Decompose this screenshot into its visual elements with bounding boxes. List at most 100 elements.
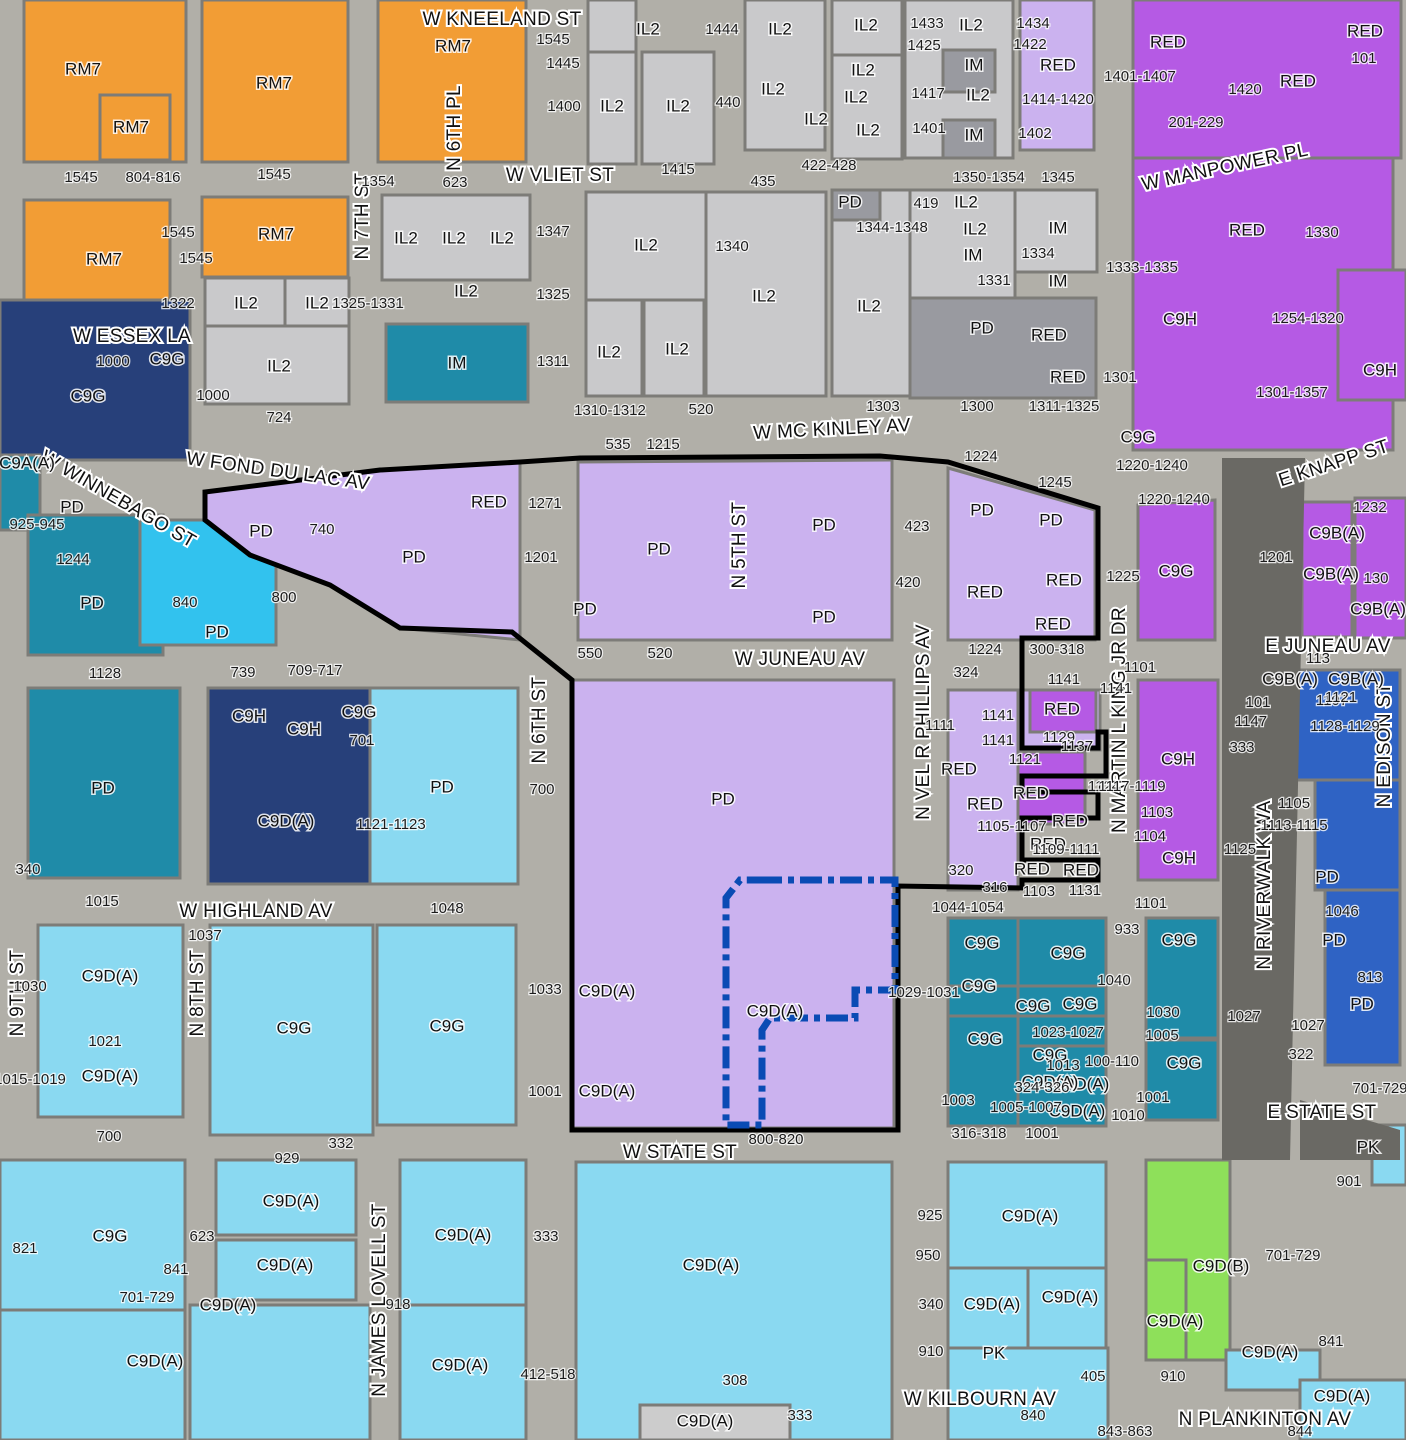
address-label: 1030 [13, 978, 46, 995]
zone-block-red-38 [1300, 500, 1354, 639]
address-label: 1128-1129 [1310, 718, 1380, 735]
address-label: 1220-1240 [1138, 491, 1210, 508]
zone-label-il2: IL2 [959, 15, 983, 34]
address-label: 724 [266, 409, 291, 426]
zone-label-c9h: C9H [1163, 309, 1197, 328]
address-label: 1422 [1013, 36, 1046, 53]
zone-block-c9g-65 [1144, 916, 1220, 1040]
zone-block-c9d-a-57 [946, 1346, 1110, 1440]
zone-label-il2: IL2 [442, 228, 466, 247]
address-label: 1232 [1353, 499, 1386, 516]
zone-label-im: IM [965, 55, 984, 74]
address-label: 1331 [977, 272, 1010, 289]
zone-label-c9g: C9G [968, 1029, 1003, 1048]
address-label: 324 [953, 664, 978, 681]
address-label: 1334 [1021, 245, 1054, 262]
zone-block-c9d-a-47 [0, 1308, 187, 1440]
address-label: 101 [1351, 50, 1376, 67]
street-label-w-vliet-st: W VLIET ST [506, 165, 614, 186]
address-label: 701-729 [119, 1289, 174, 1306]
zone-label-c9d-a: C9D(A) [1053, 1074, 1110, 1093]
zone-label-red: RED [1013, 783, 1049, 802]
address-label: 422-428 [801, 157, 856, 174]
zone-label-c9d-a: C9D(A) [435, 1225, 492, 1244]
address-label: 1401-1407 [1104, 68, 1176, 85]
zone-label-pd: PD [91, 778, 115, 797]
address-label: 324-326 [1014, 1079, 1069, 1096]
address-label: 1129 [1043, 729, 1075, 746]
zone-label-c9g: C9G [1167, 1053, 1202, 1072]
address-label: 1103 [1141, 804, 1173, 821]
address-label: 1121 [1009, 751, 1041, 768]
zone-label-c9g: C9G [150, 349, 185, 368]
address-label: 1117-1119 [1098, 778, 1165, 795]
zone-label-c9g: C9G [1063, 994, 1098, 1013]
zone-label-pd: PD [647, 539, 671, 558]
zone-label-red: RED [941, 759, 977, 778]
address-label: 929 [274, 1150, 299, 1167]
zone-block-c9d-a-44 [208, 923, 375, 1137]
address-label: 1224 [964, 448, 997, 465]
address-label: 1000 [196, 387, 229, 404]
address-label: 1311 [537, 353, 569, 370]
zone-block-il2-23 [1013, 188, 1099, 274]
zone-block-c9d-a-55 [946, 1266, 1030, 1350]
address-label: 701 [349, 732, 374, 749]
zone-label-pd: PD [249, 521, 273, 540]
address-label: 1027 [1227, 1008, 1260, 1025]
address-label: 1414-1420 [1022, 91, 1094, 108]
zone-label-il2: IL2 [804, 109, 828, 128]
address-label: 322 [1288, 1046, 1313, 1063]
address-label: 316-318 [951, 1125, 1006, 1142]
address-label: 1040 [1097, 972, 1130, 989]
zone-label-c9h: C9H [232, 706, 266, 725]
address-label: 739 [230, 664, 255, 681]
zone-block-c9h-29 [0, 298, 192, 462]
address-label: 1271 [528, 495, 561, 512]
zone-label-red: RED [1031, 325, 1067, 344]
zone-block-im-26 [941, 118, 997, 160]
address-label: 1128 [89, 665, 121, 682]
address-label: 1224 [968, 641, 1001, 658]
address-label: 1033 [528, 981, 561, 998]
zone-block-c9g-64 [1016, 1044, 1108, 1128]
address-label: 844 [1287, 1423, 1312, 1440]
zone-block-c9d-a-43 [36, 923, 185, 1119]
address-label: 332 [328, 1135, 353, 1152]
zone-label-il2: IL2 [844, 87, 868, 106]
zone-label-c9d-a: C9D(A) [683, 1255, 740, 1274]
address-label: 1545 [64, 169, 97, 186]
address-label: 1300 [960, 398, 993, 415]
zone-block-c9d-a-46 [0, 1158, 187, 1312]
address-label: 1048 [430, 900, 463, 917]
zone-label-pd: PD [205, 622, 229, 641]
zone-block-c9d-a-54 [946, 1160, 1108, 1274]
address-label: 925-945 [9, 516, 64, 533]
zone-label-red: RED [1040, 55, 1076, 74]
address-label: 623 [189, 1228, 214, 1245]
street-label-n-7th-st: N 7TH ST [352, 172, 373, 259]
zone-label-pd: PD [838, 192, 862, 211]
zone-block-c9b-a-68 [1313, 778, 1402, 892]
zone-label-c9b-a: C9B(A) [1350, 599, 1406, 618]
zone-label-red: RED [1046, 570, 1082, 589]
zone-label-rm7: RM7 [113, 117, 149, 136]
address-label: 1124 [1088, 778, 1120, 795]
address-label: 840 [172, 594, 197, 611]
zone-block-il2-7 [586, 50, 638, 166]
street-label-e-state-st: E STATE ST [1268, 1102, 1377, 1123]
address-label: 1350-1354 [953, 169, 1025, 186]
zone-block-im-27 [830, 188, 882, 222]
address-label: 405 [1080, 1368, 1105, 1385]
address-label: 701-729 [1265, 1247, 1320, 1264]
address-label: 1125 [1224, 841, 1256, 858]
zone-label-pk: PK [1357, 1137, 1380, 1156]
zone-label-c9h: C9H [1162, 848, 1196, 867]
address-label: 1325 [536, 286, 569, 303]
address-label: 1340 [715, 238, 748, 255]
zone-label-c9d-a: C9D(A) [579, 1081, 636, 1100]
address-label: 901 [1336, 1173, 1361, 1190]
zone-label-il2: IL2 [600, 96, 624, 115]
zone-block-il2-10 [830, 0, 904, 57]
address-label: 520 [688, 401, 713, 418]
